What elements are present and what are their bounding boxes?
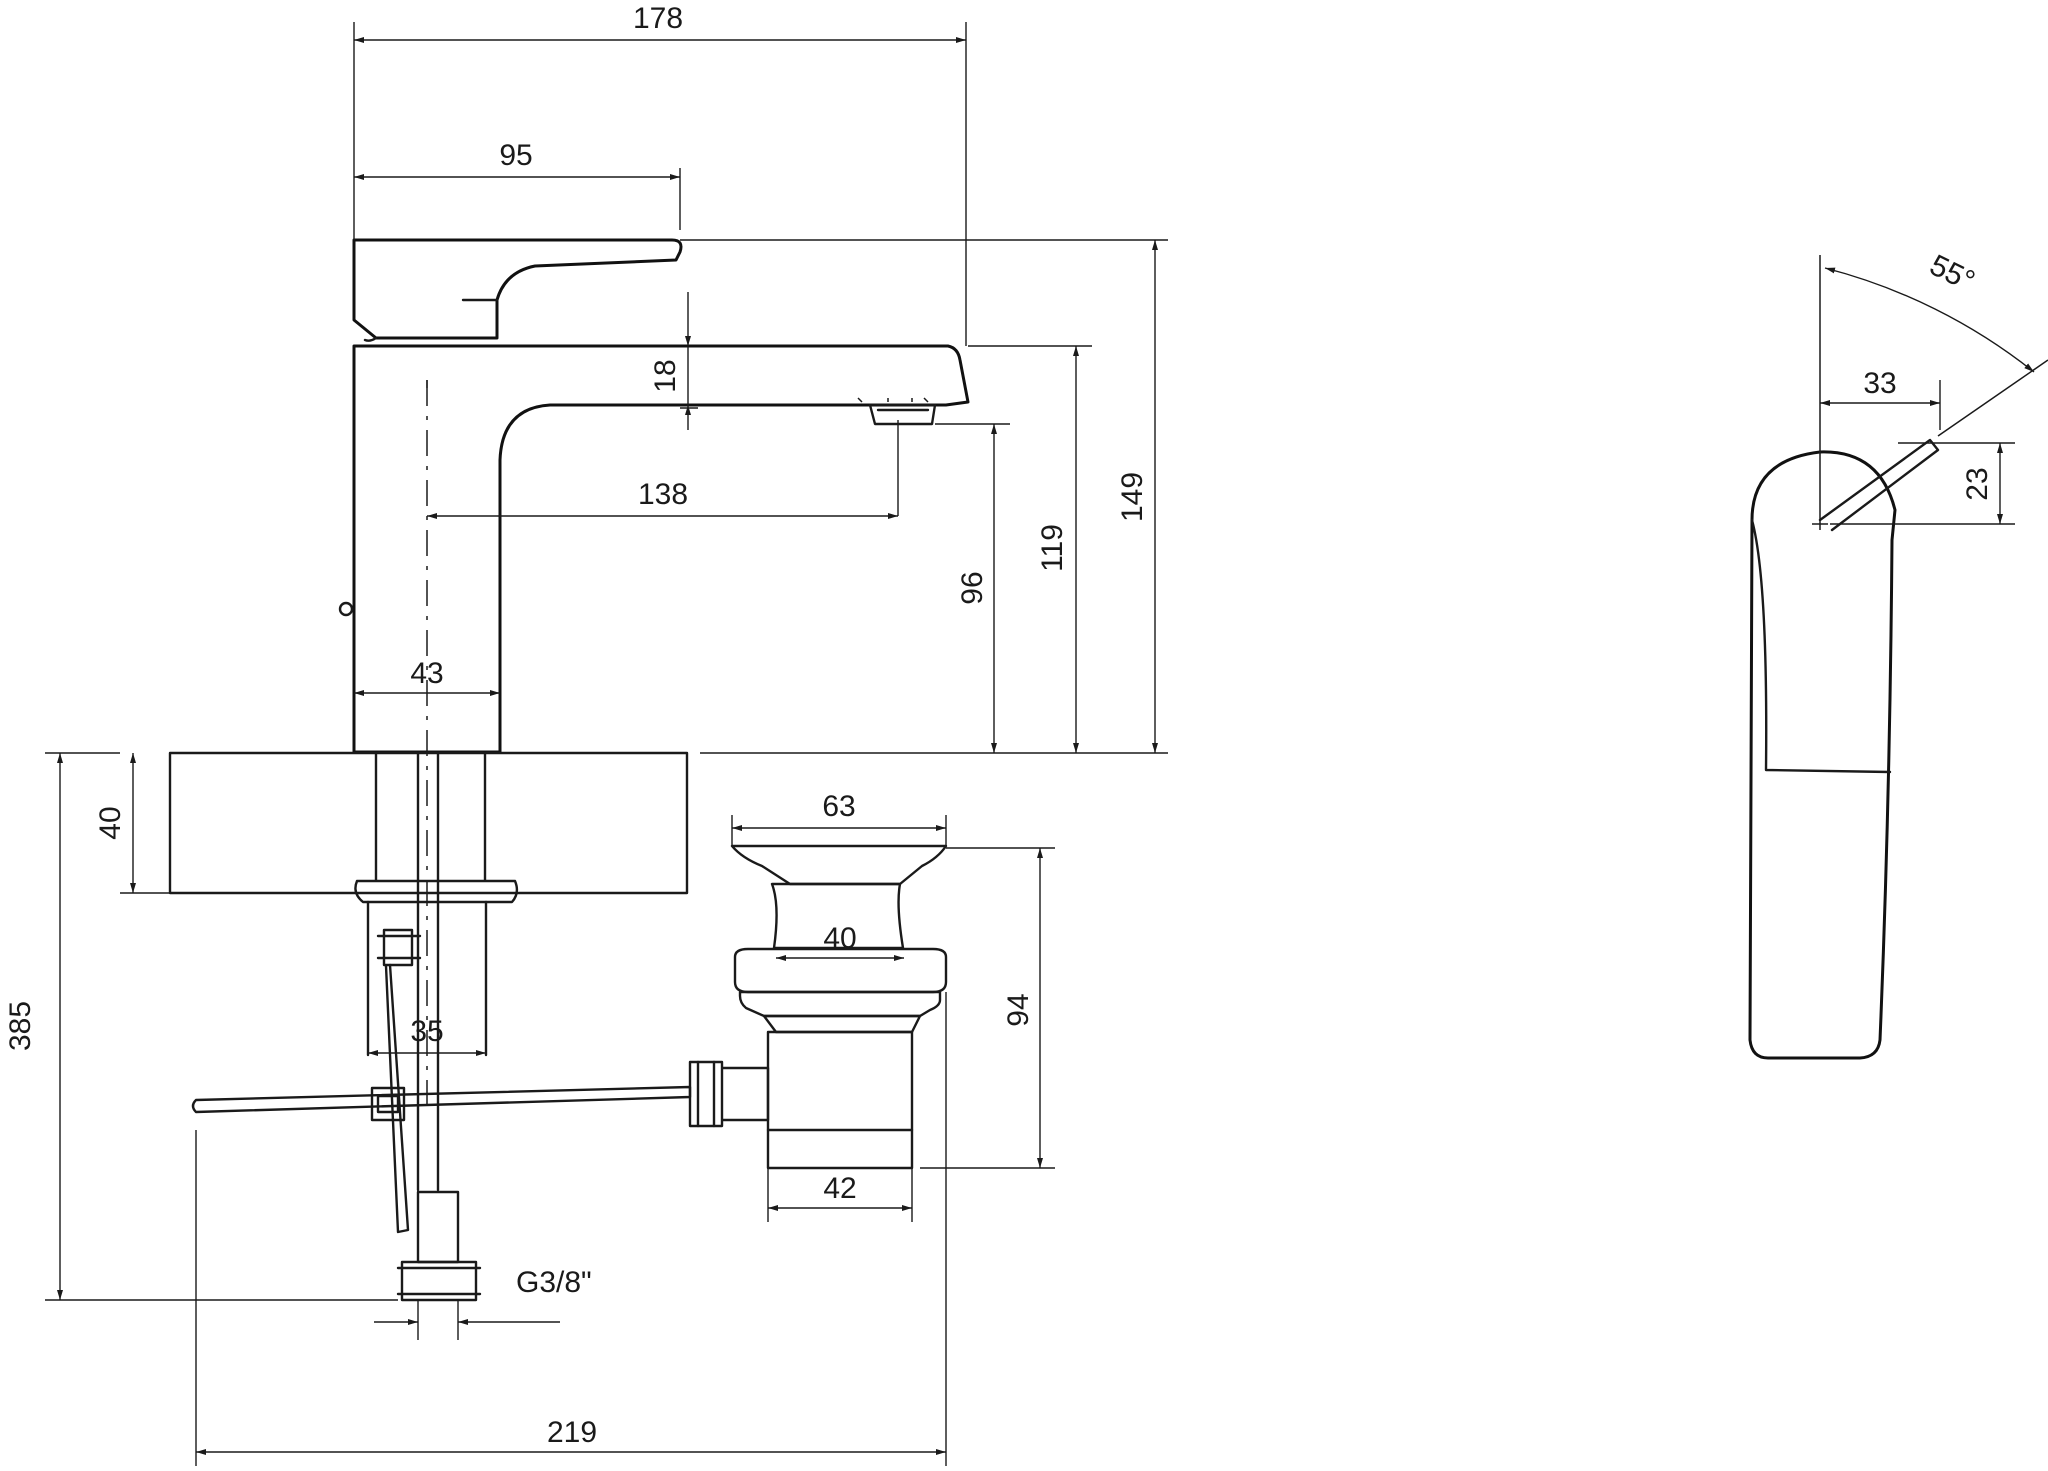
dim-43-label: 43 — [410, 657, 443, 690]
lever-handle-detail — [363, 298, 499, 342]
supply-hoses — [191, 751, 692, 1302]
drain-flange — [730, 844, 948, 886]
dim-42-label: 42 — [823, 1172, 856, 1205]
faucet-body — [352, 344, 970, 754]
top-view-lever — [1818, 438, 1940, 532]
dim-23-label: 23 — [1961, 467, 1994, 500]
dim-18-label: 18 — [649, 359, 682, 392]
top-view-body — [1748, 450, 1897, 1060]
rod-clamp — [370, 1086, 406, 1122]
dim-35-label: 35 — [410, 1015, 443, 1048]
countertop-section — [45, 751, 1168, 1057]
hose-nut-left — [376, 928, 422, 967]
dim-arc-55 — [1824, 267, 2035, 373]
countertop — [168, 751, 689, 895]
dim-138-label: 138 — [638, 478, 688, 511]
dim-63-label: 63 — [822, 790, 855, 823]
dim-385-label: 385 — [4, 1001, 37, 1051]
dim-96-label: 96 — [956, 571, 989, 604]
dim-149-label: 149 — [1116, 472, 1149, 522]
drain-body-lower — [738, 990, 942, 1018]
dimension-lines — [45, 22, 2035, 1466]
pull-rod — [191, 1085, 692, 1114]
dim-40-deck-label: 40 — [94, 806, 127, 839]
faucet-side-view — [338, 238, 970, 1110]
top-view-inner-line — [1750, 518, 1892, 774]
lever-handle — [352, 238, 683, 340]
angle-55-label: 55° — [1925, 249, 1980, 299]
g38-nut — [396, 1260, 482, 1302]
hose-fitting — [416, 1190, 460, 1264]
lever-angle-line — [1937, 359, 2048, 437]
dim-33-label: 33 — [1863, 367, 1896, 400]
dim-178-label: 178 — [633, 2, 683, 35]
mounting-shank — [374, 751, 487, 882]
drain-nut — [733, 947, 948, 994]
aerator-tick-marks — [857, 397, 929, 403]
drain-tailpiece — [766, 1030, 914, 1170]
side-knob — [338, 601, 354, 617]
dim-95-label: 95 — [499, 139, 532, 172]
aerator — [868, 403, 937, 426]
drain-side-port — [688, 1060, 770, 1128]
dim-119-label: 119 — [1036, 524, 1069, 572]
faucet-top-view — [1748, 255, 2048, 1060]
dim-94-label: 94 — [1002, 993, 1035, 1026]
popup-waste — [688, 844, 948, 1170]
thread-label: G3/8" — [516, 1266, 592, 1299]
dimension-labels: 178 95 18 138 149 119 96 43 40 385 35 G3… — [4, 2, 1994, 1449]
dim-40-waste-label: 40 — [823, 922, 856, 955]
dim-219-label: 219 — [547, 1416, 597, 1449]
